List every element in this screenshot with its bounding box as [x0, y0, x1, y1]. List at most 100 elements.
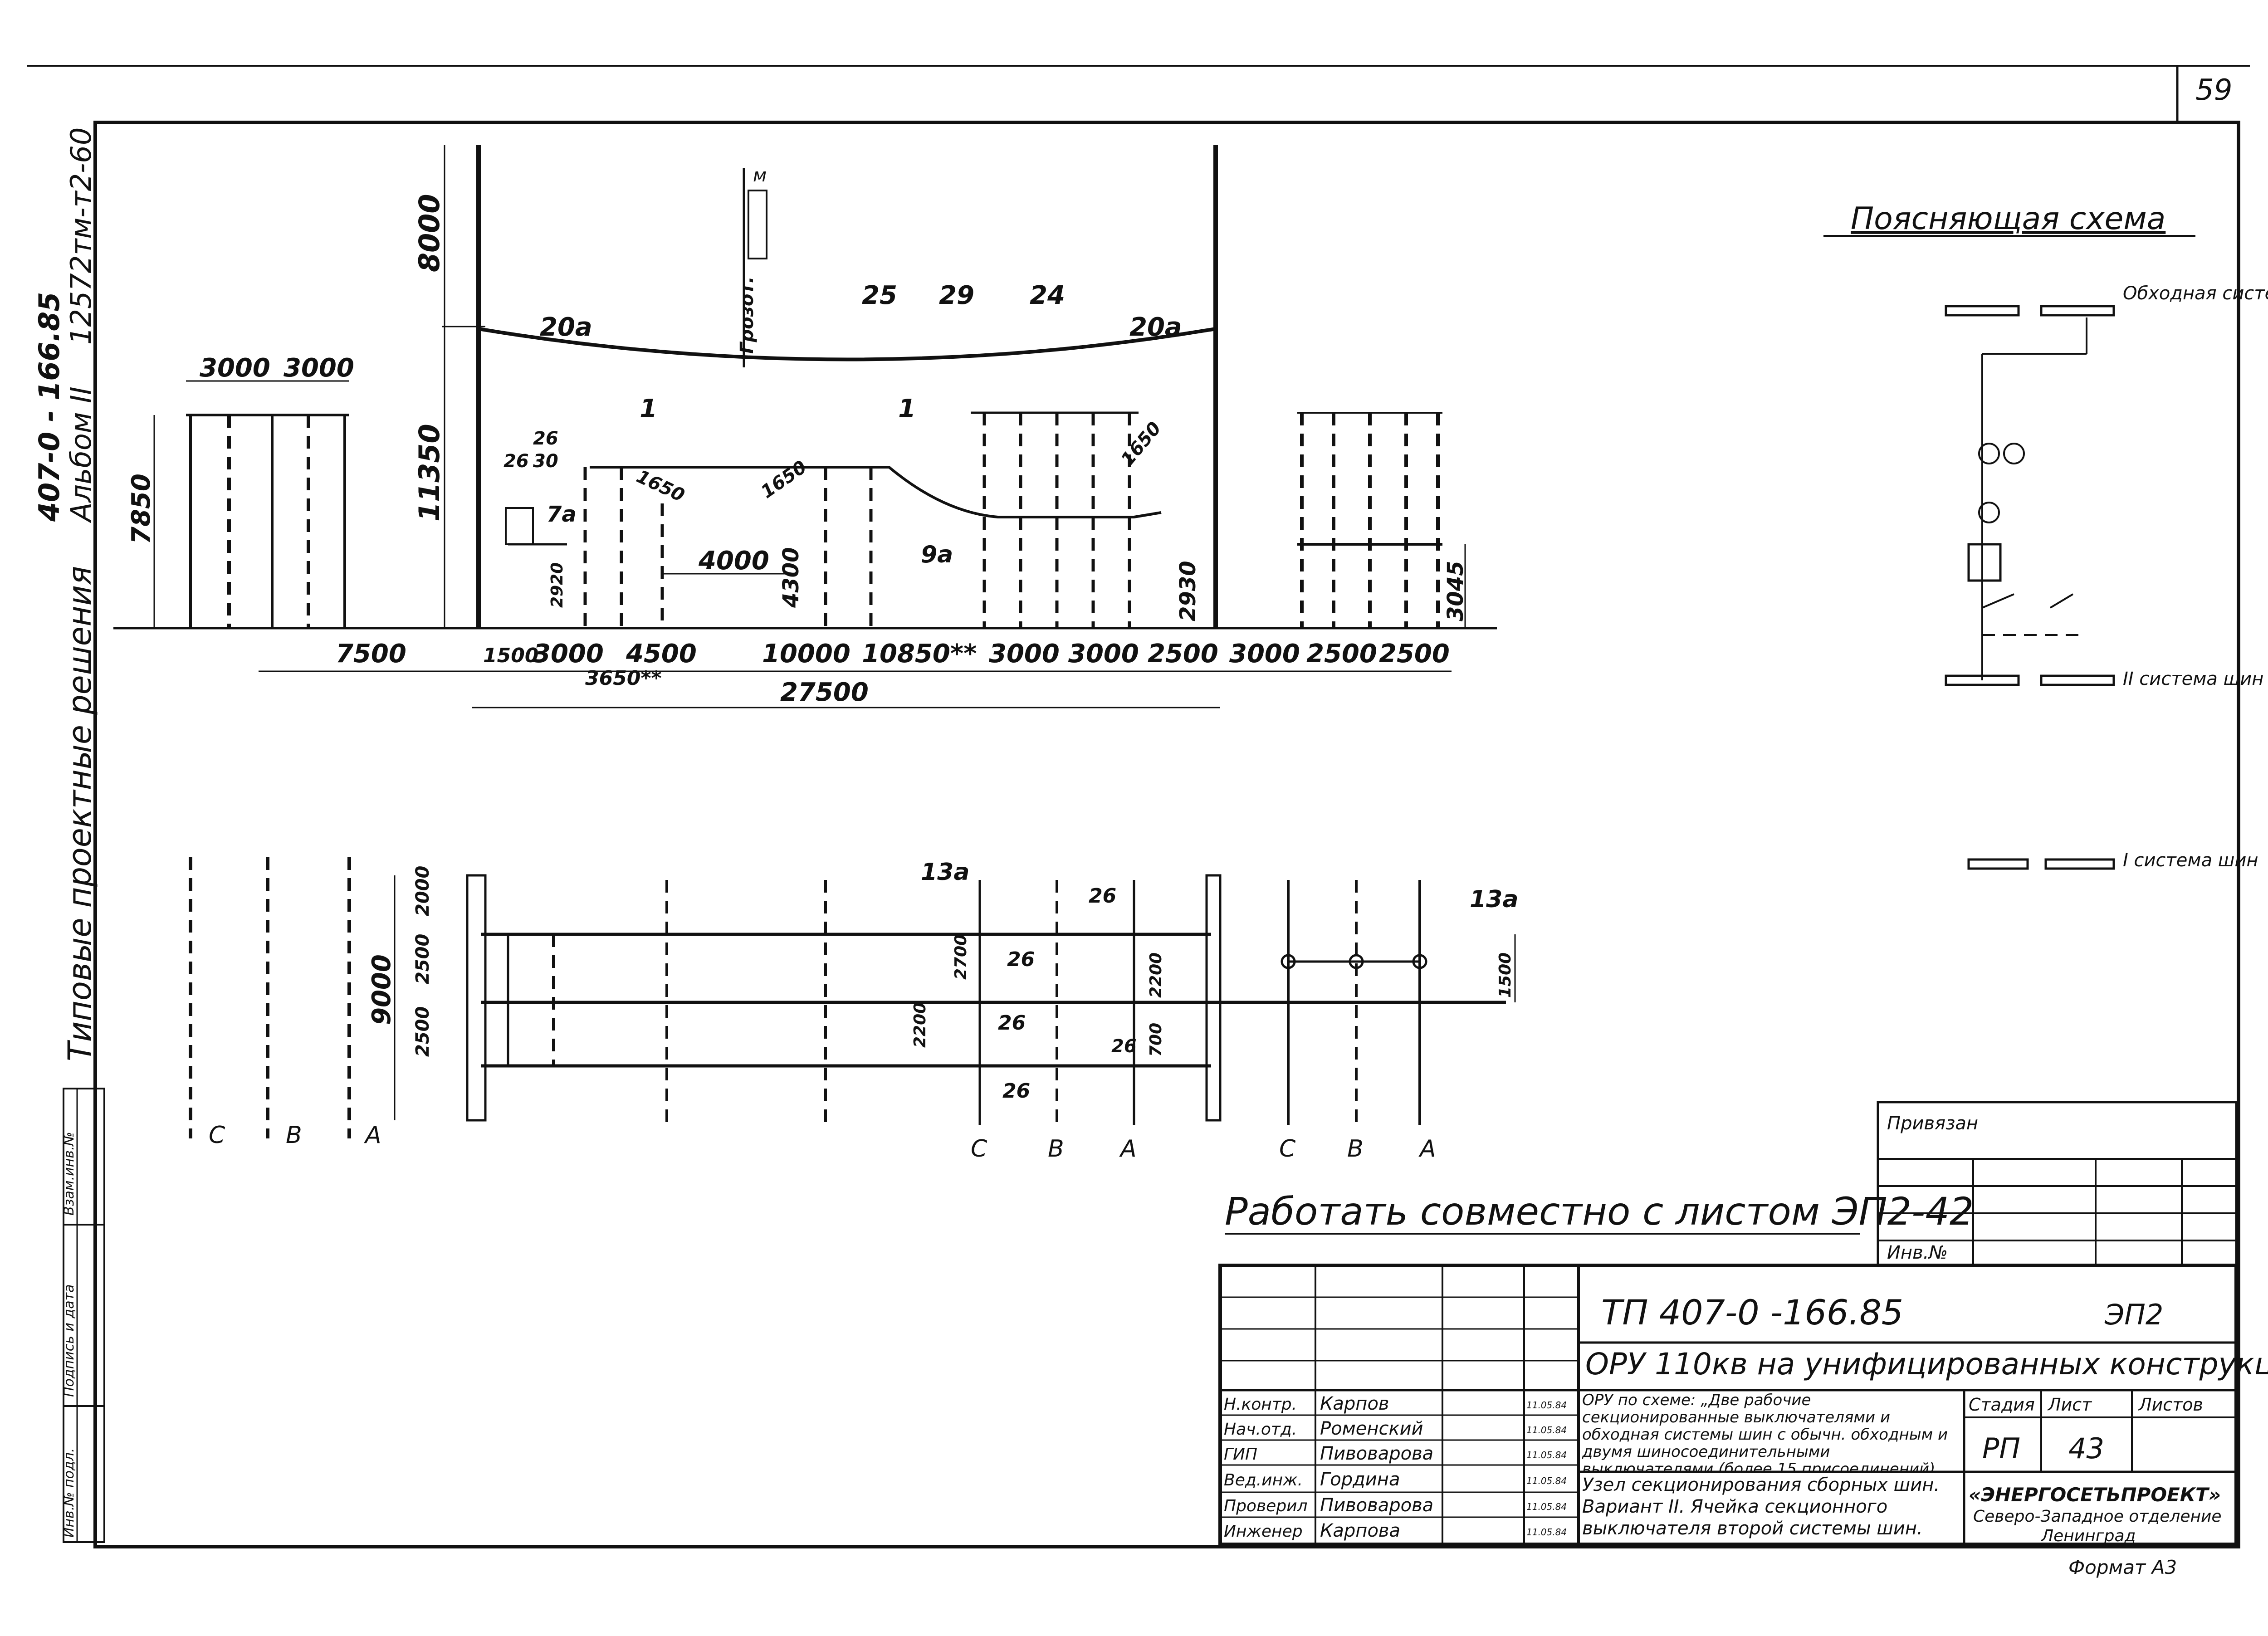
main-portal: 8000 11350 Грозот. м 20а [413, 145, 1218, 628]
dim-b-10850: 10850** [862, 639, 977, 669]
dim-b-3000d: 3000 [1229, 639, 1300, 669]
tb-scheme-desc: ОРУ по схеме: „Две рабочие секционирован… [1582, 1392, 1948, 1471]
axis-c-1: C [209, 1122, 225, 1149]
title-block: ТП 407-0 -166.85 ЭП2 ОРУ 110кв на унифиц… [1218, 1264, 2268, 1546]
label-20a-right: 20а [1129, 313, 1182, 342]
tb-node-desc-wrap: Узел секционирования сборных шин. Вариан… [1582, 1475, 1940, 1539]
bottom-dimensions: 1500 3000 4500 10000 10850** 3000 3000 2… [472, 639, 1452, 708]
label-9a: 9а [921, 541, 953, 568]
binding-box: Привязан Инв.№ [1877, 1101, 2238, 1267]
dim-11350: 11350 [413, 424, 446, 522]
tb-scheme-desc-wrap: ОРУ по схеме: „Две рабочие секционирован… [1582, 1392, 1948, 1471]
plan-dim-2200a: 2200 [911, 1002, 929, 1048]
dim-b-2500a: 2500 [1148, 639, 1218, 669]
tb-name-0: Карпов [1320, 1393, 1389, 1414]
tb-stage: РП [1982, 1432, 2020, 1465]
plan-dim-2700: 2700 [952, 934, 970, 980]
label-30: 30 [533, 451, 558, 472]
lower-bus [590, 466, 1162, 518]
dim-b-1500: 1500 [483, 644, 538, 667]
plan-dim-1500: 1500 [1496, 952, 1515, 998]
tb-name-3: Гордина [1320, 1469, 1400, 1490]
plan-dim-2500b: 2500 [412, 1006, 433, 1057]
tb-stage-hdr: Стадия [1969, 1395, 2035, 1415]
margin-code: 407-0 - 166.85 [33, 292, 66, 522]
tb-date-1: 11.05.84 [1526, 1425, 1567, 1436]
label-groz: Грозот. [737, 276, 758, 354]
plan-dim-2500a: 2500 [412, 934, 433, 984]
tb-org2: Северо-Западное отделение [1973, 1507, 2222, 1526]
scheme-title: Поясняющая схема [1851, 201, 2165, 237]
plan-label-13a-right: 13а [1470, 886, 1518, 913]
plan-dim-9000: 9000 [367, 954, 396, 1025]
label-26-a: 26 [503, 451, 529, 472]
dim-b-3650: 3650** [585, 667, 661, 690]
label-1-left: 1 [640, 394, 657, 424]
dim-8000: 8000 [413, 194, 446, 272]
scheme-bypass: Обходная система шин [2123, 283, 2268, 304]
margin-field-1: Взам.инв.№ [61, 1132, 77, 1216]
format-label: Формат А3 [2068, 1556, 2177, 1578]
tb-role-5: Инженер [1224, 1522, 1303, 1541]
tb-date-2: 11.05.84 [1526, 1450, 1567, 1460]
tb-sheets-hdr: Листов [2138, 1395, 2203, 1415]
dim-b-2500b: 2500 [1306, 639, 1377, 669]
axis-a-2: A [1119, 1135, 1137, 1162]
tb-object: ОРУ 110кв на унифицированных конструкция… [1585, 1347, 2268, 1382]
dim-2930: 2930 [1175, 561, 1201, 621]
tb-role-1: Нач.отд. [1224, 1420, 1297, 1439]
margin-doc: 12572тм-т2-60 [64, 127, 98, 345]
dim-b-4500: 4500 [626, 639, 697, 669]
dim-2920: 2920 [548, 562, 567, 608]
tb-role-0: Н.контр. [1224, 1395, 1297, 1414]
page-number: 59 [2195, 73, 2232, 107]
label-20a-left: 20а [540, 313, 592, 342]
margin-field-3: Инв.№ подл. [61, 1448, 77, 1538]
dim-total-27500: 27500 [780, 678, 869, 707]
label-1-right: 1 [898, 394, 916, 424]
dim-b-2500c: 2500 [1379, 639, 1450, 669]
sheet-frame [93, 121, 2240, 1548]
dim-7850: 7850 [127, 474, 156, 544]
binding-title: Привязан [1887, 1113, 1978, 1134]
overhead-bus [478, 327, 1216, 361]
tb-sheet-code: ЭП2 [2104, 1298, 2163, 1331]
tb-role-4: Проверил [1224, 1497, 1308, 1515]
dim-3000-a: 3000 [200, 353, 270, 383]
dim-1650-a: 1650 [633, 466, 688, 506]
plan-label-26-b: 26 [1007, 948, 1035, 971]
plan-label-26-e: 26 [1111, 1036, 1137, 1057]
dim-4300: 4300 [778, 547, 804, 608]
left-margin: 407-0 - 166.85 Альбом II 12572тм-т2-60 Т… [33, 127, 105, 1543]
tb-sheet-hdr: Лист [2047, 1395, 2092, 1415]
margin-field-2: Подпись и дата [61, 1284, 77, 1397]
dim-b-3000c: 3000 [1068, 639, 1139, 669]
axis-c-3: C [1279, 1135, 1296, 1162]
dim-7500: 7500 [336, 639, 406, 669]
axis-b-1: B [286, 1122, 302, 1149]
dim-3000-b: 3000 [284, 353, 354, 383]
tb-role-3: Вед.инж. [1224, 1471, 1303, 1489]
axis-a-1: A [364, 1122, 381, 1149]
label-7a: 7а [547, 502, 577, 527]
plan-label-26-c: 26 [998, 1011, 1026, 1035]
scheme-sys2: II система шин [2123, 669, 2263, 689]
dim-1650-c: 1650 [1117, 418, 1165, 470]
tb-org1: «ЭНЕРГОСЕТЬПРОЕКТ» [1969, 1484, 2221, 1506]
tb-date-4: 11.05.84 [1526, 1501, 1567, 1512]
left-portal: 3000 3000 7850 7500 [127, 353, 476, 672]
plan-label-26-d: 26 [1002, 1079, 1030, 1103]
dim-1650-b: 1650 [757, 457, 811, 503]
tb-org3: Ленинград [2040, 1527, 2136, 1545]
plan-dim-700: 700 [1147, 1023, 1165, 1057]
axis-a-3: A [1418, 1135, 1436, 1162]
tb-date-0: 11.05.84 [1526, 1400, 1567, 1411]
elevation-view: 3000 3000 7850 7500 8000 11350 Грозот. м [113, 145, 1497, 708]
label-29: 29 [939, 281, 974, 310]
margin-album: Альбом II [64, 386, 98, 523]
axis-b-3: B [1347, 1135, 1364, 1162]
explanatory-scheme: Поясняющая схема Обходная система шин II… [1823, 201, 2268, 871]
label-24: 24 [1030, 281, 1065, 310]
